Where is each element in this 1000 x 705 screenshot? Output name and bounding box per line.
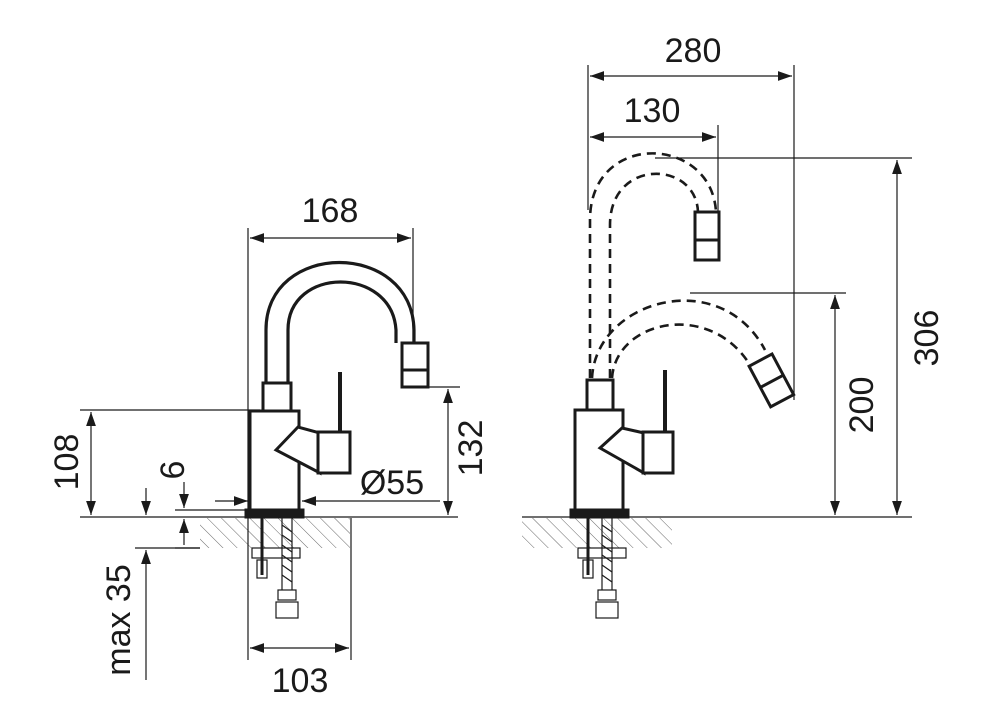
spout-lower-dashed [590, 299, 767, 379]
faucet-body-left [261, 381, 293, 413]
countertop-hatch-right [522, 518, 672, 548]
dim-108: 108 [48, 434, 86, 491]
left-view: 168 108 6 max 35 Ø55 132 103 [48, 192, 490, 700]
faucet-body-right [585, 378, 615, 412]
dim-306: 306 [908, 310, 946, 367]
aerator-left [400, 341, 430, 389]
countertop-hatch-left [200, 518, 350, 548]
dim-130: 130 [624, 92, 681, 130]
dim-168: 168 [302, 192, 359, 230]
connectors-right [577, 518, 627, 619]
dim-132: 132 [452, 420, 490, 477]
spout-left [264, 261, 416, 383]
dim-103: 103 [272, 662, 329, 700]
right-view: 280 130 200 306 [522, 32, 946, 619]
dim-200: 200 [843, 377, 881, 434]
dim-max-35: max 35 [100, 564, 138, 676]
aerator-upper [693, 210, 721, 262]
connectors-left [251, 518, 301, 619]
dim-280: 280 [665, 32, 722, 70]
dim-6: 6 [154, 461, 192, 480]
dim-diameter-55: Ø55 [360, 464, 424, 502]
